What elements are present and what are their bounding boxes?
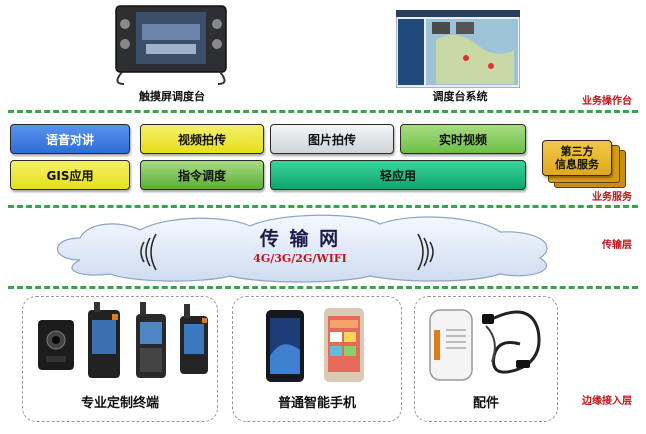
layer-label-edge: 边缘接入层	[582, 396, 632, 407]
custom-terminal-label: 专业定制终端	[80, 396, 159, 411]
divider-operation	[8, 110, 638, 113]
service-photo-capture: 图片拍传	[270, 124, 394, 154]
service-command: 指令调度	[140, 160, 264, 190]
service-third-party: 第三方 信息服务	[542, 140, 612, 176]
panel-accessory	[414, 296, 558, 422]
touch-console-image	[115, 5, 227, 85]
layer-label-transport: 传输层	[602, 240, 632, 251]
accessory-devices	[429, 309, 541, 381]
service-video-capture: 视频拍传	[140, 124, 264, 154]
layer-label-service: 业务服务	[592, 192, 632, 203]
smartphone-devices	[266, 308, 364, 382]
panel-custom-terminal	[22, 296, 218, 422]
layer-label-operation: 业务操作台	[582, 96, 632, 107]
service-light-app: 轻应用	[270, 160, 526, 190]
service-live-video: 实时视频	[400, 124, 526, 154]
custom-terminal-devices	[38, 302, 208, 378]
divider-service	[8, 205, 638, 208]
network-title: 传 输 网	[259, 228, 341, 250]
accessory-label: 配件	[472, 396, 499, 411]
smartphone-label: 普通智能手机	[277, 396, 356, 411]
network-cloud	[56, 214, 548, 283]
dispatch-system-caption: 调度台系统	[432, 90, 488, 103]
touch-console-caption: 触摸屏调度台	[139, 90, 205, 103]
panel-smartphone	[232, 296, 402, 422]
divider-transport	[8, 286, 638, 289]
service-voice: 语音对讲	[10, 124, 130, 154]
service-gis: GIS应用	[10, 160, 130, 190]
dispatch-system-image	[396, 10, 520, 88]
network-subtitle: 4G/3G/2G/WIFI	[253, 252, 347, 265]
